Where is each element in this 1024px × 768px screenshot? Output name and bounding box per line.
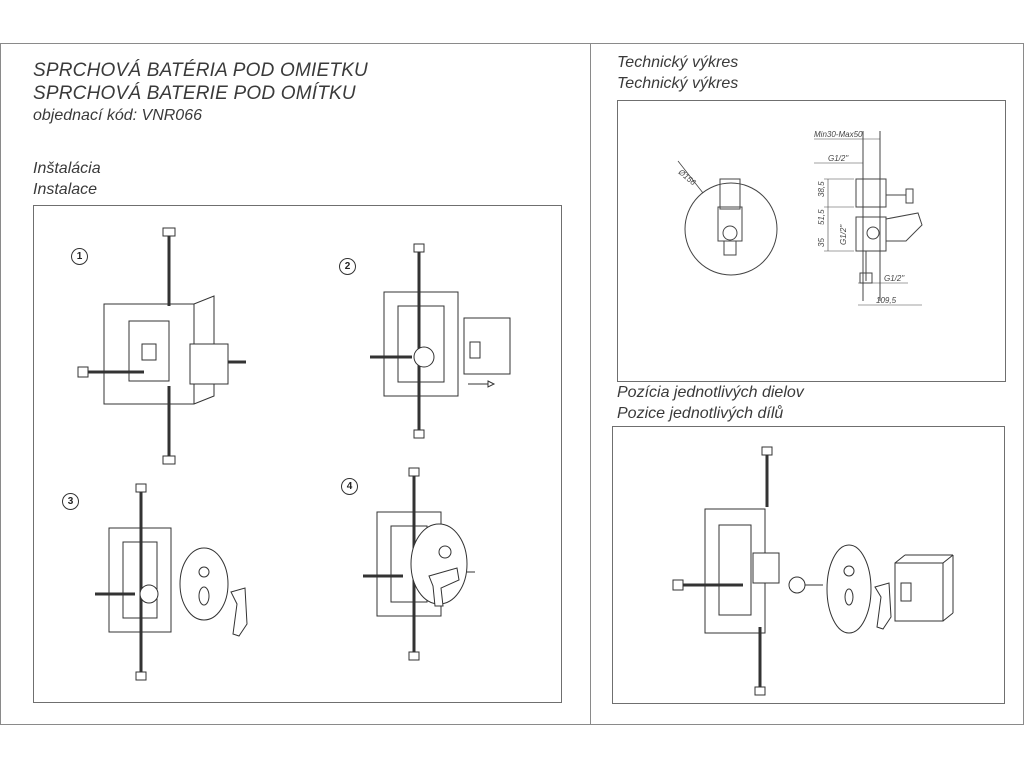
order-code: objednací kód: VNR066 (33, 107, 202, 124)
dim-d2: 51,5 (817, 209, 826, 225)
exploded-view-drawing (672, 446, 954, 696)
technical-drawing: Ø156 Min30-Max50 G1/2" 38,5 51,5 G1/2" 3… (676, 130, 923, 306)
column-divider (590, 43, 591, 724)
title-cz: SPRCHOVÁ BATERIE POD OMÍTKU (33, 83, 356, 104)
step-4-drawing (363, 467, 475, 661)
step-badge-3: 3 (62, 493, 79, 510)
step-badge-1: 1 (71, 248, 88, 265)
step-badge-2: 2 (339, 258, 356, 275)
parts-heading-sk: Pozícia jednotlivých dielov (617, 384, 804, 401)
dim-width: 109,5 (876, 296, 897, 305)
technical-heading-sk: Technický výkres (617, 54, 739, 71)
dim-min-max: Min30-Max50 (814, 130, 863, 139)
installation-panel: 1 2 3 4 (33, 205, 562, 703)
technical-heading-cz: Technický výkres (617, 75, 739, 92)
dim-g-bottom: G1/2" (884, 274, 905, 283)
dim-d3: 35 (817, 238, 826, 247)
dim-d1: 38,5 (817, 181, 826, 197)
title-sk: SPRCHOVÁ BATÉRIA POD OMIETKU (33, 60, 368, 81)
technical-drawing-panel: Ø156 Min30-Max50 G1/2" 38,5 51,5 G1/2" 3… (617, 100, 1006, 382)
dim-g-side: G1/2" (839, 224, 848, 245)
step-badge-4: 4 (341, 478, 358, 495)
installation-heading-sk: Inštalácia (33, 160, 101, 177)
step-2-drawing (370, 243, 511, 439)
step-1-drawing (77, 227, 246, 465)
parts-heading-cz: Pozice jednotlivých dílů (617, 405, 784, 422)
dim-diameter: Ø156 (676, 167, 698, 187)
dim-g-top: G1/2" (828, 154, 849, 163)
step-3-drawing (95, 483, 248, 681)
parts-panel (612, 426, 1005, 704)
installation-heading-cz: Instalace (33, 181, 98, 198)
